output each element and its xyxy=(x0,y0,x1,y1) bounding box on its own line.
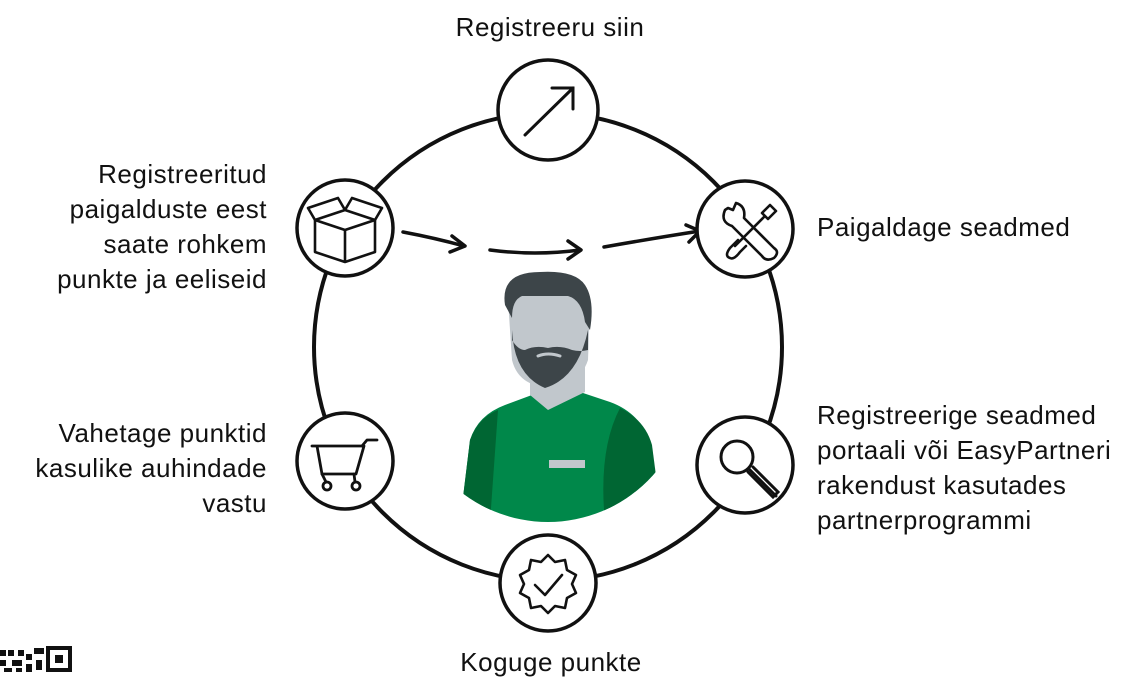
beard xyxy=(512,330,588,388)
node-install[interactable] xyxy=(695,179,795,279)
hair xyxy=(504,271,592,330)
magnifier-icon xyxy=(719,439,781,500)
label-register-line: Registreeru siin xyxy=(455,12,645,42)
node-register[interactable] xyxy=(496,58,600,162)
label-install: Paigaldage seadmed xyxy=(817,210,1070,245)
arrow-up-right-icon xyxy=(523,86,575,137)
label-collect: Koguge punkte xyxy=(428,645,674,680)
label-register-devices-line-3: rakendust kasutades xyxy=(817,470,1067,500)
label-register-devices-line-2: portaali või EasyPartneri xyxy=(817,435,1112,465)
label-more-points: Registreeritud paigalduste eest saate ro… xyxy=(0,157,267,297)
flow-arrow-1-head xyxy=(448,234,467,254)
badge-check-icon xyxy=(518,553,578,615)
label-exchange-line-3: vastu xyxy=(202,488,267,518)
flow-arrow-3 xyxy=(602,229,702,249)
node-collect[interactable] xyxy=(498,533,598,633)
label-exchange: Vahetage punktid kasulike auhindade vast… xyxy=(0,416,267,521)
label-register-devices-line-4: partnerprogrammi xyxy=(817,505,1032,535)
person-illustration xyxy=(460,271,662,522)
shopping-cart-icon xyxy=(310,438,379,492)
node-more-points[interactable] xyxy=(295,178,395,278)
tools-icon xyxy=(722,201,779,261)
label-more-points-line-4: punkte ja eeliseid xyxy=(57,264,267,294)
label-install-line: Paigaldage seadmed xyxy=(817,212,1071,242)
shirt-shadow-left xyxy=(460,410,498,522)
qr-code-icon xyxy=(0,646,72,672)
flow-arrows xyxy=(401,223,702,261)
flow-arrow-1 xyxy=(401,230,466,248)
name-badge xyxy=(549,460,585,468)
box-icon xyxy=(306,196,384,264)
label-collect-line: Koguge punkte xyxy=(460,647,642,677)
label-more-points-line-2: paigalduste eest xyxy=(69,194,267,224)
label-exchange-line-1: Vahetage punktid xyxy=(58,418,267,448)
label-register: Registreeru siin xyxy=(430,10,670,45)
node-register-devices[interactable] xyxy=(695,415,795,515)
mouth xyxy=(536,352,562,358)
label-register-devices: Registreerige seadmed portaali või EasyP… xyxy=(817,398,1111,538)
label-more-points-line-1: Registreeritud xyxy=(98,159,267,189)
flow-arrow-2 xyxy=(488,248,582,255)
label-exchange-line-2: kasulike auhindade xyxy=(35,453,267,483)
label-more-points-line-3: saate rohkem xyxy=(103,229,267,259)
flow-arrow-2-head xyxy=(566,239,583,261)
node-exchange[interactable] xyxy=(295,411,395,511)
label-register-devices-line-1: Registreerige seadmed xyxy=(817,400,1097,430)
